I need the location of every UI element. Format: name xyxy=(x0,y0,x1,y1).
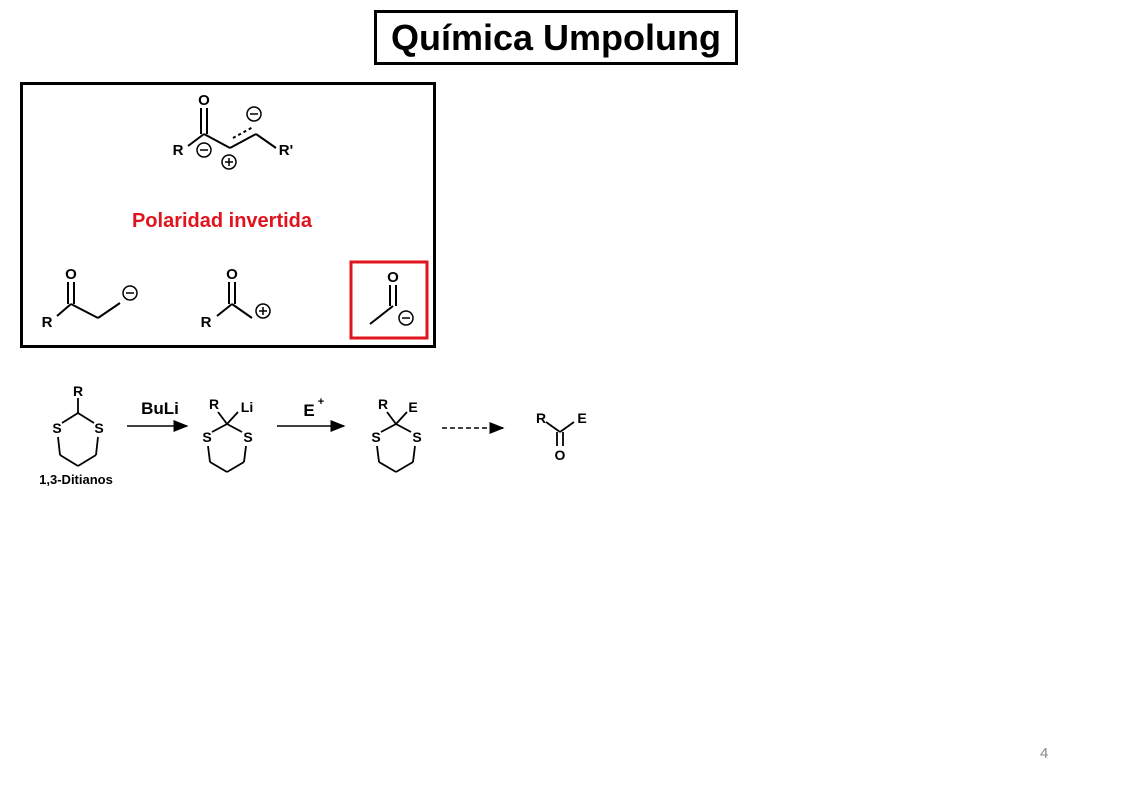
acylium-structure xyxy=(216,282,253,319)
polarity-caption: Polaridad invertida xyxy=(132,210,313,232)
dithiane-s1-label: S xyxy=(52,420,61,436)
ketone-e-label: E xyxy=(577,410,586,426)
dithiane-r-label: R xyxy=(73,383,83,399)
acyl-anion-oxygen-label: O xyxy=(387,269,399,286)
slide-title-box: Química Umpolung xyxy=(374,10,738,65)
lithio-r-label: R xyxy=(209,396,219,412)
page-number: 4 xyxy=(1040,745,1049,762)
plus-charge-icon xyxy=(255,303,271,319)
reagent-electrophile-charge: + xyxy=(318,396,324,408)
polarity-panel xyxy=(20,82,436,348)
dithiane-ring xyxy=(57,398,99,467)
enone-r-label: R xyxy=(173,142,184,159)
enone-oxygen-label: O xyxy=(198,92,210,109)
lithio-s2-label: S xyxy=(243,429,252,445)
acylium-r-label: R xyxy=(201,314,212,331)
alkylated-dithiane-ring xyxy=(376,411,416,473)
ketone-o-label: O xyxy=(555,447,566,463)
minus-charge-icon xyxy=(246,106,262,122)
lithio-dithiane-ring xyxy=(207,411,247,473)
acylium-oxygen-label: O xyxy=(226,266,238,283)
plus-charge-icon xyxy=(221,154,237,170)
reagent-buli-label: BuLi xyxy=(141,399,179,418)
ketone-r-label: R xyxy=(536,410,546,426)
alkylated-e-label: E xyxy=(408,399,417,415)
alkylated-s1-label: S xyxy=(371,429,380,445)
enolate-oxygen-label: O xyxy=(65,266,77,283)
dithiane-s2-label: S xyxy=(94,420,103,436)
alkylated-r-label: R xyxy=(378,396,388,412)
ketone-structure xyxy=(545,421,575,446)
alkylated-s2-label: S xyxy=(412,429,421,445)
lithio-s1-label: S xyxy=(202,429,211,445)
enolate-r-label: R xyxy=(42,314,53,331)
dithiane-caption: 1,3-Ditianos xyxy=(39,472,113,487)
minus-charge-icon xyxy=(122,285,138,301)
highlight-box xyxy=(349,260,429,340)
minus-charge-icon xyxy=(398,310,414,326)
enone-r-prime-label: R' xyxy=(279,142,293,159)
enone-structure xyxy=(187,108,277,149)
minus-charge-icon xyxy=(196,142,212,158)
enolate-structure xyxy=(56,282,121,319)
lithio-li-label: Li xyxy=(241,399,253,415)
acyl-anion-structure xyxy=(369,285,397,325)
slide-title: Química Umpolung xyxy=(390,16,721,58)
reagent-electrophile-label: E xyxy=(303,401,314,420)
